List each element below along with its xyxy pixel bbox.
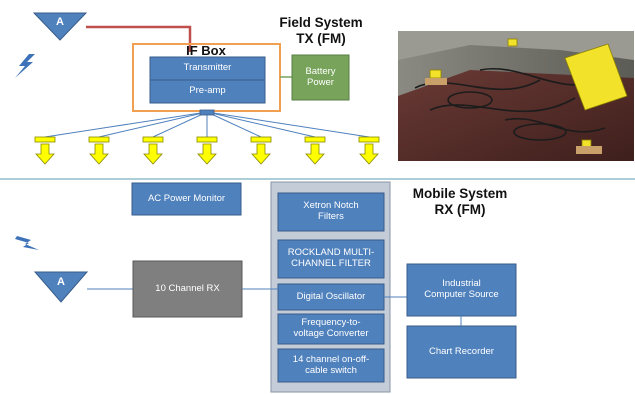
lightning-bolt-icon [15,236,39,250]
ac-power-monitor-label: AC Power Monitor [147,192,226,204]
chart-recorder-label: Chart Recorder [429,345,494,357]
sensor-row [34,136,380,165]
geophone-sensor-icon [34,136,56,165]
channel-rx-label: 10 Channel RX [155,282,220,294]
stack-block-frequency-converter [277,313,385,345]
industrial-computer-label: Industrial Computer Source [424,278,499,300]
battery-power-block [291,54,350,101]
field-system-title: Field System TX (FM) [279,15,363,46]
rockland-filter-label: ROCKLAND MULTI- CHANNEL FILTER [287,247,375,269]
mobile-antenna-letter: A [57,275,65,288]
stack-block-notch-filters [277,192,385,232]
mobile-antenna-icon [33,271,89,303]
lightning-bolt-icon [15,54,35,78]
geophone-sensor-icon [88,136,110,165]
geophone-sensor-icon [196,136,218,165]
battery-power-label: Battery Power [305,65,336,88]
transmitter-label: Transmitter [183,62,232,74]
field-deployment-photo [398,31,634,161]
ac-power-monitor-block [131,182,242,216]
preamp-label: Pre-amp [189,85,226,97]
notch-filters-label: Xetron Notch Filters [303,200,359,222]
preamp-block [149,79,266,104]
digital-oscillator-label: Digital Oscillator [296,290,366,302]
if-box-title: IF Box [186,42,226,58]
channel-rx-block [132,260,243,318]
geophone-sensor-icon [358,136,380,165]
geophone-sensor-icon [304,136,326,165]
frequency-converter-label: Frequency-to- voltage Converter [293,317,369,339]
cable-switch-label: 14 channel on-off- cable switch [292,353,370,376]
sensor-distribution-tree [44,111,370,138]
stack-block-cable-switch [277,348,385,383]
chart-recorder-block [406,325,517,379]
tree-connector [199,109,215,116]
stack-block-rockland-filter [277,239,385,279]
geophone-sensor-icon [142,136,164,165]
mobile-system-title: Mobile System RX (FM) [412,186,508,217]
field-antenna-letter: A [56,15,64,28]
stack-block-digital-oscillator [277,283,385,311]
industrial-computer-block [406,263,517,317]
geophone-sensor-icon [250,136,272,165]
field-antenna-icon [32,12,88,41]
